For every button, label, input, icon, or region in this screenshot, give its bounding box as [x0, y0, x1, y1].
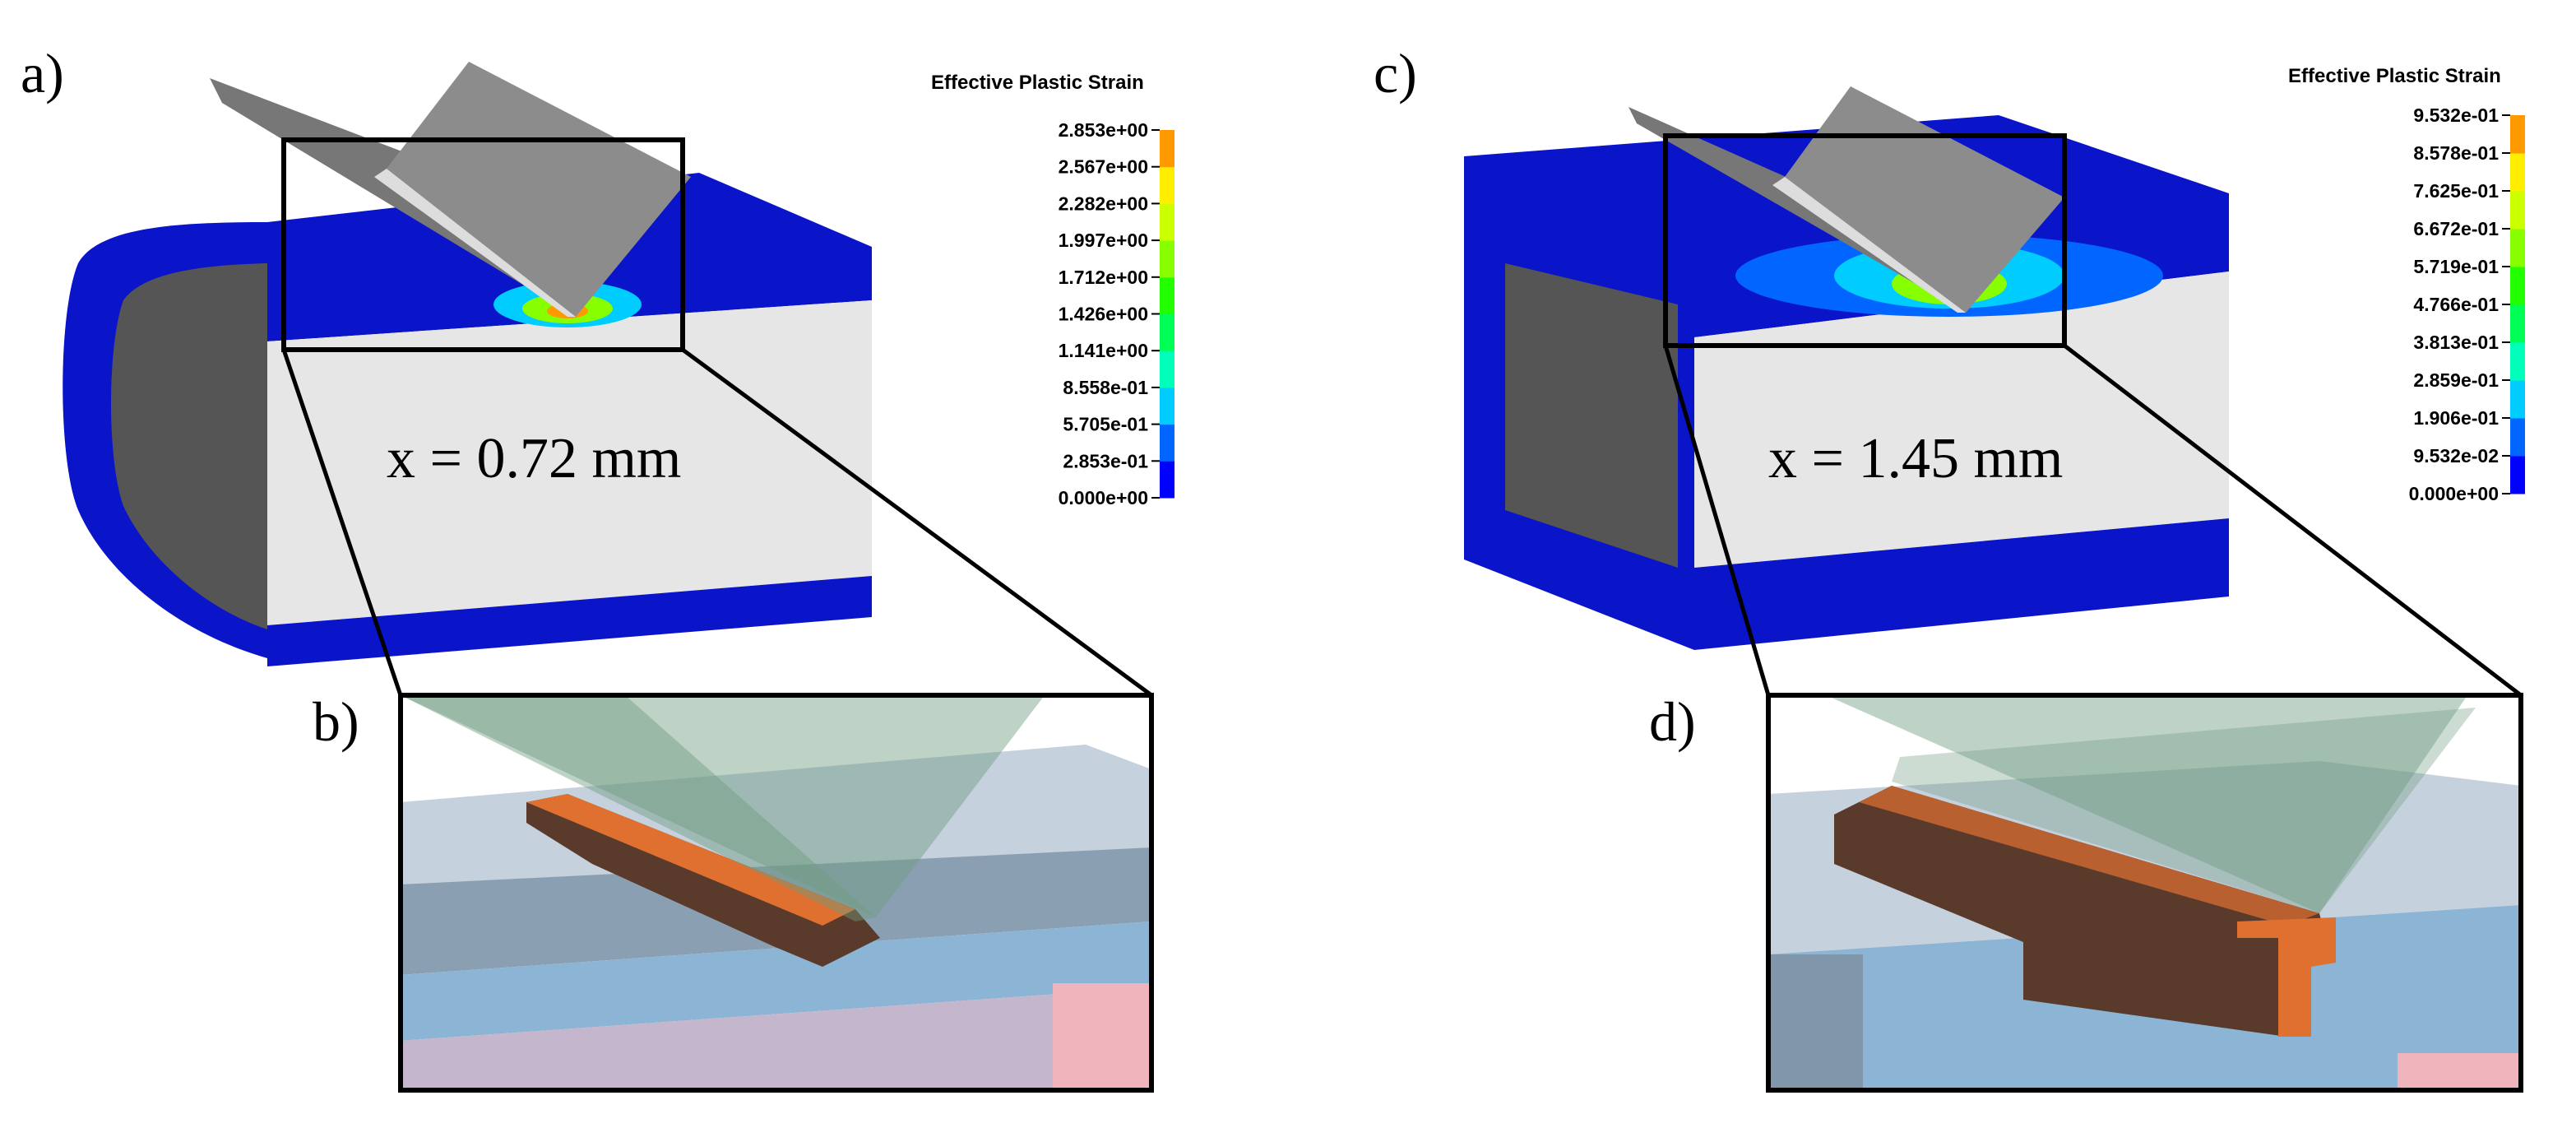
- legend-right-tick-label: 9.532e-01: [2413, 104, 2499, 126]
- inset-d-left-block: [1768, 954, 1863, 1090]
- legend-left-color-band: [1160, 461, 1174, 499]
- legend-right-tick-label: 4.766e-01: [2413, 294, 2499, 315]
- model-a-blade-front: [387, 62, 691, 317]
- legend-right-color-band: [2510, 418, 2525, 457]
- legend-left-tick-label: 1.426e+00: [1059, 304, 1148, 325]
- model-c-blade-back: [1629, 107, 1966, 313]
- position-label-a: x = 0.72 mm: [387, 427, 681, 490]
- legend-right-color-band: [2510, 342, 2525, 381]
- legend-left-tick-label: 5.705e-01: [1063, 414, 1148, 435]
- legend-right-title: Effective Plastic Strain: [2288, 65, 2501, 87]
- legend-right-color-band: [2510, 267, 2525, 305]
- inset-d-pink-block: [2398, 1053, 2521, 1090]
- legend-right-tick-label: 5.719e-01: [2413, 256, 2499, 277]
- legend-right-tick-label: 1.906e-01: [2413, 407, 2499, 429]
- panel-label-c: c): [1374, 42, 1417, 104]
- legend-left-color-band: [1160, 313, 1174, 351]
- legend-left-color-band: [1160, 240, 1174, 278]
- zoom-line-c-left: [1663, 345, 1771, 696]
- legend-right-color-band: [2510, 153, 2525, 192]
- legend-left-title: Effective Plastic Strain: [931, 72, 1144, 94]
- legend-right-tick-label: 0.000e+00: [2409, 483, 2499, 504]
- inset-b: [398, 693, 1154, 1093]
- inset-b-tool-face: [401, 695, 876, 921]
- zoom-box-a: [281, 137, 685, 352]
- model-a-bottom-layer: [267, 576, 872, 666]
- legend-right: Effective Plastic Strain 9.532e-01 8.578e…: [2288, 65, 2525, 504]
- model-a-core: [267, 300, 872, 625]
- legend-left-color-band: [1160, 203, 1174, 241]
- legend-left-tick-label: 2.567e+00: [1059, 156, 1148, 178]
- legend-right-color-band: [2510, 115, 2525, 154]
- legend-left-tick-label: 8.558e-01: [1063, 377, 1148, 398]
- legend-right-color-band: [2510, 191, 2525, 230]
- legend-right-tick-label: 6.672e-01: [2413, 218, 2499, 239]
- panel-label-a: a): [21, 42, 64, 104]
- legend-right-tick-label: 7.625e-01: [2413, 180, 2499, 202]
- legend-left-color-band: [1160, 424, 1174, 462]
- inset-b-frame: [398, 693, 1154, 1093]
- legend-left-tick-label: 1.997e+00: [1059, 230, 1148, 251]
- inset-d-chip-end: [2237, 917, 2336, 1037]
- legend-left-color-band: [1160, 387, 1174, 425]
- legend-right-tick-label: 2.859e-01: [2413, 369, 2499, 391]
- model-a-end-face: [111, 263, 267, 629]
- inset-d-frame: [1766, 693, 2523, 1093]
- inset-b-tool: [401, 695, 1045, 917]
- position-label-c: x = 1.45 mm: [1768, 427, 2063, 490]
- legend-right-color-band: [2510, 229, 2525, 267]
- legend-right-color-band: [2510, 304, 2525, 343]
- legend-left-color-band: [1160, 166, 1174, 204]
- legend-left-tick-label: 1.141e+00: [1059, 340, 1148, 361]
- model-c-blade-edge: [1772, 177, 1966, 313]
- legend-right-tick-label: 9.532e-02: [2413, 445, 2499, 467]
- panel-label-d: d): [1649, 690, 1696, 753]
- inset-d-chip: [1834, 786, 2332, 1037]
- legend-left-tick-label: 2.282e+00: [1059, 193, 1148, 214]
- legend-left: Effective Plastic Strain 2.853e+00 2.567e…: [931, 72, 1174, 508]
- inset-d-chip-top: [1859, 786, 2319, 926]
- legend-right-color-band: [2510, 456, 2525, 494]
- legend-left-tick-label: 0.000e+00: [1059, 487, 1148, 508]
- inset-d-tool: [1826, 695, 2467, 913]
- legend-left-color-band: [1160, 130, 1174, 168]
- legend-right-tick-label: 8.578e-01: [2413, 142, 2499, 164]
- panel-label-b: b): [313, 690, 359, 753]
- legend-right-tick-label: 3.813e-01: [2413, 332, 2499, 353]
- legend-left-tick-label: 2.853e-01: [1063, 450, 1148, 471]
- model-c-left-inner: [1505, 263, 1678, 568]
- legend-left-color-band: [1160, 350, 1174, 388]
- legend-left-color-band: [1160, 276, 1174, 314]
- zoom-line-c-right: [2063, 344, 2523, 697]
- model-c-blade-front: [1785, 86, 2064, 313]
- inset-d: [1766, 693, 2523, 1093]
- inset-b-blue-layer: [401, 921, 1151, 1041]
- zoom-box-c: [1663, 133, 2067, 348]
- model-c: [1464, 86, 2523, 697]
- zoom-line-a-right: [681, 347, 1153, 698]
- legend-right-color-band: [2510, 380, 2525, 419]
- inset-d-tool-face: [1892, 708, 2476, 913]
- legend-left-tick-label: 2.853e+00: [1059, 119, 1148, 141]
- model-a-blade-edge: [374, 169, 576, 317]
- model-a: [63, 62, 1153, 698]
- model-c-bottom-layer: [1694, 518, 2229, 650]
- inset-b-bottom-band: [401, 987, 1151, 1090]
- zoom-line-a-left: [281, 349, 403, 696]
- legend-left-tick-label: 1.712e+00: [1059, 267, 1148, 288]
- inset-b-chip-top: [526, 794, 855, 926]
- inset-b-pink-block: [1053, 983, 1151, 1090]
